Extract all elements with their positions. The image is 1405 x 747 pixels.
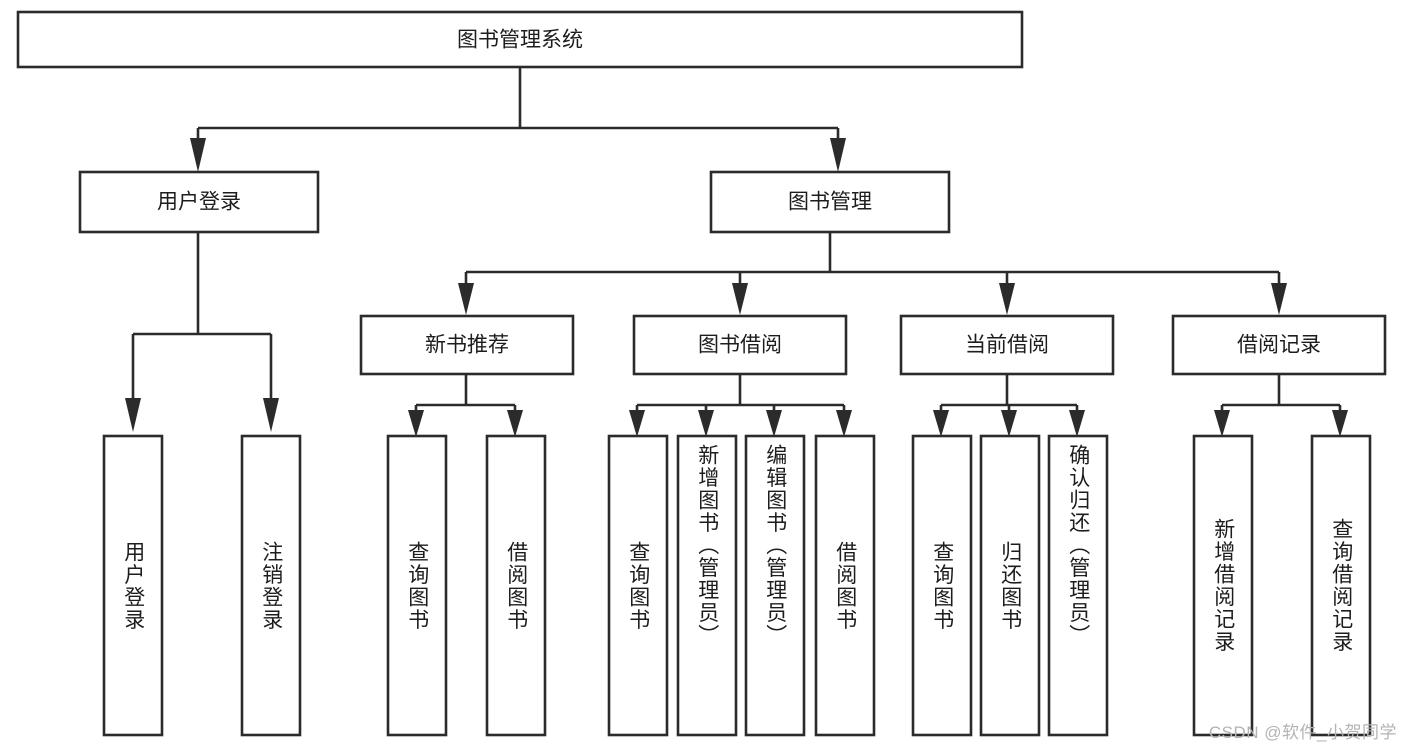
node-leaf-borrow-book-2-rect[interactable] bbox=[814, 434, 876, 737]
node-leaf-return-book-rect[interactable] bbox=[979, 434, 1041, 737]
node-leaf-add-book-rect[interactable] bbox=[676, 434, 738, 737]
arrow-head-leaf-user-logout bbox=[263, 398, 279, 432]
node-root-rect[interactable] bbox=[16, 10, 1024, 69]
arrow-head-user-login bbox=[190, 138, 206, 172]
node-user-login[interactable]: 用户登录 bbox=[78, 170, 320, 234]
node-leaf-query-record-rect[interactable] bbox=[1310, 434, 1372, 737]
node-book-borrow[interactable]: 图书借阅 bbox=[632, 314, 848, 376]
arrow-head-leaf-add-record bbox=[1214, 410, 1230, 437]
node-leaf-edit-book-rect[interactable] bbox=[744, 434, 806, 737]
node-book-management-rect[interactable] bbox=[709, 170, 951, 234]
arrow-head-leaf-query-book-2 bbox=[629, 410, 645, 437]
node-current-borrow-label: 当前借阅 bbox=[965, 334, 1049, 357]
leaf-boxes bbox=[102, 434, 1372, 737]
node-current-borrow[interactable]: 当前借阅 bbox=[899, 314, 1115, 376]
node-new-book-recommend-rect[interactable] bbox=[359, 314, 575, 376]
node-book-management[interactable]: 图书管理 bbox=[709, 170, 951, 234]
node-book-management-label: 图书管理 bbox=[788, 191, 872, 214]
arrow-head-borrow-record bbox=[1271, 283, 1287, 315]
arrow-head-leaf-query-book-1 bbox=[408, 410, 424, 437]
arrow-head-leaf-query-record bbox=[1332, 410, 1348, 437]
node-current-borrow-rect[interactable] bbox=[899, 314, 1115, 376]
arrow-head-leaf-user-login bbox=[125, 398, 141, 432]
arrow-head-current-borrow bbox=[999, 283, 1015, 315]
arrow-head-leaf-add-book bbox=[698, 410, 714, 437]
node-leaf-query-book-2-rect[interactable] bbox=[607, 434, 669, 737]
arrow-head-leaf-confirm-return bbox=[1069, 410, 1085, 437]
node-borrow-record[interactable]: 借阅记录 bbox=[1171, 314, 1387, 376]
node-leaf-confirm-return-rect[interactable] bbox=[1047, 434, 1109, 737]
arrow-head-leaf-edit-book bbox=[766, 410, 782, 437]
node-root-label: 图书管理系统 bbox=[457, 29, 583, 52]
arrow-head-book-borrow bbox=[732, 283, 748, 315]
node-leaf-query-book-1-rect[interactable] bbox=[386, 434, 448, 737]
node-book-borrow-rect[interactable] bbox=[632, 314, 848, 376]
node-borrow-record-rect[interactable] bbox=[1171, 314, 1387, 376]
connectors bbox=[125, 67, 1348, 437]
arrow-head-leaf-return-book bbox=[1001, 410, 1017, 437]
arrow-head-leaf-borrow-book-2 bbox=[836, 410, 852, 437]
arrow-head-new-book-recommend bbox=[458, 283, 474, 315]
node-leaf-add-record-rect[interactable] bbox=[1192, 434, 1254, 737]
node-user-login-label: 用户登录 bbox=[157, 191, 241, 214]
arrow-head-leaf-borrow-book-1 bbox=[507, 410, 523, 437]
node-user-login-rect[interactable] bbox=[78, 170, 320, 234]
node-new-book-recommend[interactable]: 新书推荐 bbox=[359, 314, 575, 376]
node-leaf-user-login-rect[interactable] bbox=[102, 434, 164, 737]
node-leaf-borrow-book-1-rect[interactable] bbox=[485, 434, 547, 737]
csdn-watermark: CSDN @软件_小贺同学 bbox=[1208, 723, 1397, 742]
node-leaf-query-book-3-rect[interactable] bbox=[911, 434, 973, 737]
arrow-head-book-management bbox=[830, 138, 846, 172]
node-root[interactable]: 图书管理系统 bbox=[16, 10, 1024, 69]
node-borrow-record-label: 借阅记录 bbox=[1237, 334, 1321, 357]
node-new-book-recommend-label: 新书推荐 bbox=[425, 334, 509, 357]
node-book-borrow-label: 图书借阅 bbox=[698, 334, 782, 357]
node-leaf-user-logout-rect[interactable] bbox=[240, 434, 302, 737]
arrow-head-leaf-query-book-3 bbox=[933, 410, 949, 437]
